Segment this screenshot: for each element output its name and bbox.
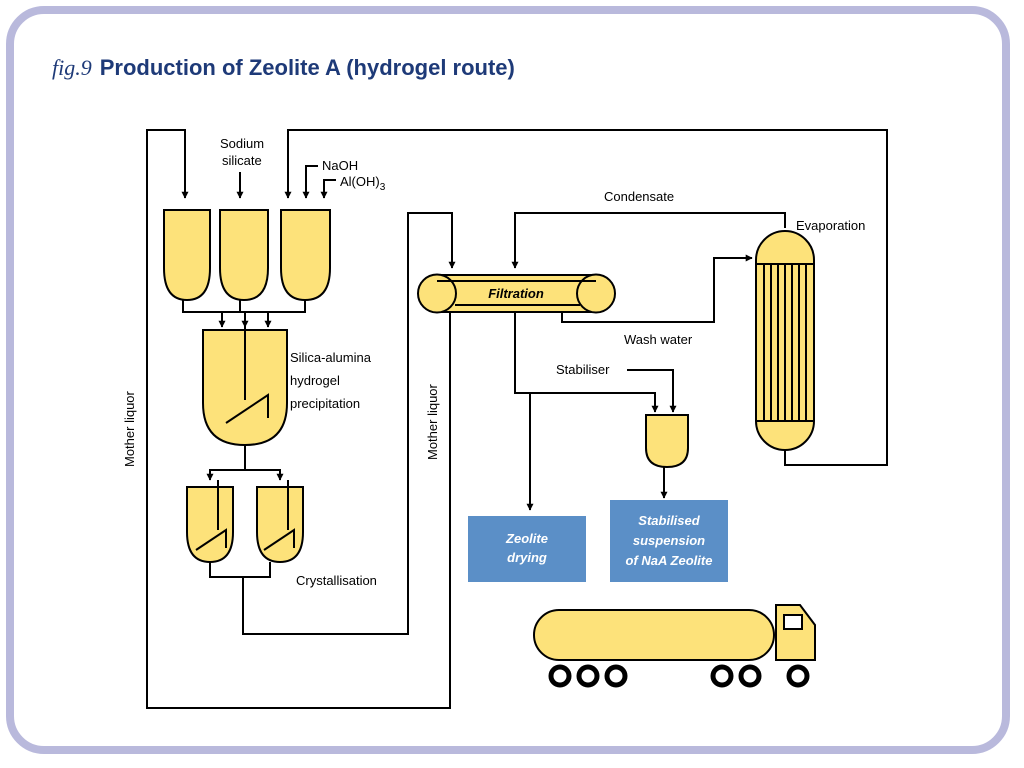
zeolite-drying-box — [468, 516, 586, 582]
hopper-bus — [182, 300, 306, 313]
filter-roller-right — [576, 273, 616, 314]
crystalliser-2 — [256, 486, 304, 564]
tanker-tank — [533, 609, 775, 661]
precipitation-label-3: precipitation — [290, 396, 360, 411]
aloh3-subscript: 3 — [380, 182, 386, 193]
mother-liquor-mid-label: Mother liquor — [425, 383, 440, 460]
stabilised-label-1: Stabilised — [638, 513, 700, 528]
filtration-label: Filtration — [488, 286, 544, 301]
wheel — [786, 664, 810, 688]
precip-to-cryst-bus — [209, 445, 246, 480]
stabilised-suspension-box — [610, 500, 728, 582]
filter-down-line — [514, 312, 659, 413]
aloh3-base: Al(OH) — [340, 174, 380, 189]
precipitation-label-2: hydrogel — [290, 373, 340, 388]
wheel — [710, 664, 734, 688]
aloh3-label: Al(OH)3 — [340, 174, 386, 193]
evaporation-label: Evaporation — [796, 218, 865, 233]
wheel — [738, 664, 762, 688]
cryst-agitator-1 — [195, 528, 227, 551]
wash-water-label: Wash water — [624, 332, 693, 347]
feed-hopper-3 — [280, 209, 331, 302]
filter-roller-left — [417, 273, 457, 314]
evaporation-return-line — [284, 129, 888, 466]
figure-title: fig.9 Production of Zeolite A (hydrogel r… — [52, 55, 515, 81]
sodium-silicate-label-2: silicate — [222, 153, 262, 168]
feed-hopper-2 — [219, 209, 269, 302]
feed-hopper-1 — [163, 209, 211, 302]
cryst-bus — [209, 562, 271, 578]
precip-agitator — [225, 393, 269, 424]
zeolite-drying-label-2: drying — [507, 550, 547, 565]
wheel — [576, 664, 600, 688]
process-lines — [146, 129, 888, 709]
condensate-label: Condensate — [604, 189, 674, 204]
evaporator-tubes — [763, 264, 807, 421]
cryst-to-filter-line — [242, 212, 456, 635]
cryst-agitator-2 — [263, 528, 295, 551]
naoh-feed-line — [302, 165, 318, 199]
figure-number: fig.9 — [52, 55, 92, 80]
wheel — [548, 664, 572, 688]
stabilised-label-3: of NaA Zeolite — [626, 553, 713, 568]
tanker-cab — [775, 604, 816, 661]
mother-liquor-left-label: Mother liquor — [122, 390, 137, 467]
precipitation-label-1: Silica-alumina — [290, 350, 372, 365]
condensate-line — [511, 212, 786, 269]
zeolite-drying-label-1: Zeolite — [505, 531, 548, 546]
mother-liquor-loop-left — [146, 129, 451, 709]
precip-to-cryst-bus-2 — [245, 469, 281, 480]
figure-title-text: Production of Zeolite A (hydrogel route) — [99, 55, 515, 80]
crystallisation-label: Crystallisation — [296, 573, 377, 588]
stabiliser-line — [627, 369, 677, 413]
stabilised-label-2: suspension — [633, 533, 705, 548]
stabiliser-label: Stabiliser — [556, 362, 610, 377]
wheel — [604, 664, 628, 688]
naoh-label: NaOH — [322, 158, 358, 173]
sodium-silicate-label-1: Sodium — [220, 136, 264, 151]
crystalliser-1 — [186, 486, 234, 564]
tanker-window — [783, 614, 803, 630]
tanker-wheels — [548, 664, 810, 688]
stabiliser-vessel — [645, 414, 689, 469]
wash-water-line — [561, 254, 753, 323]
aloh3-feed-line — [320, 179, 336, 199]
